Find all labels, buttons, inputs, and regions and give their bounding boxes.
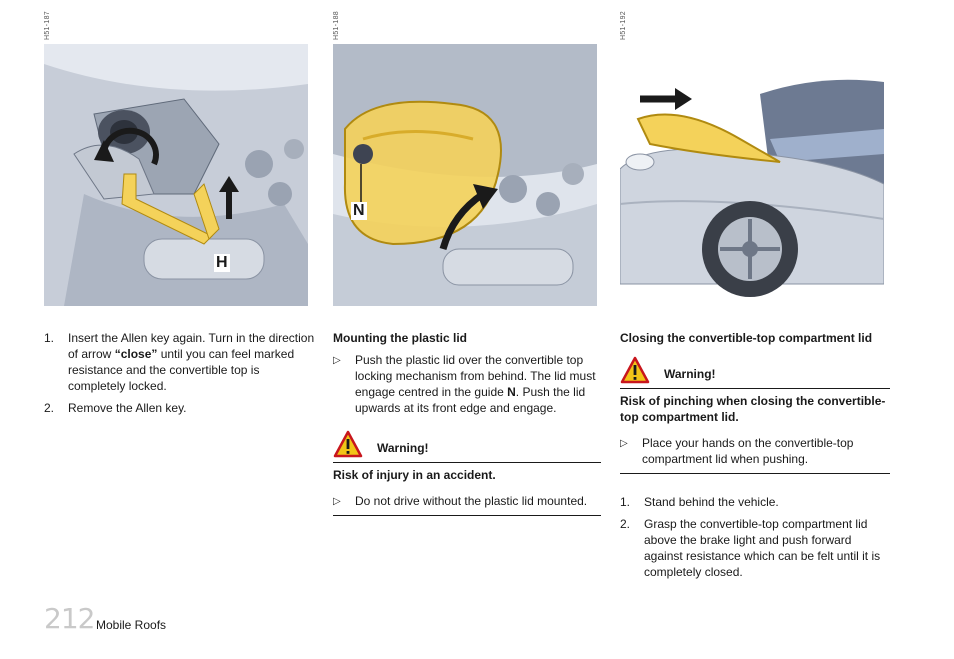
warning-bottom-rule bbox=[333, 515, 601, 516]
warning-header: Warning! bbox=[620, 352, 890, 384]
warning-header: Warning! bbox=[333, 426, 601, 458]
step-text: Grasp the convertible-top compartment li… bbox=[644, 517, 881, 579]
step-text: Stand behind the vehicle. bbox=[644, 495, 779, 509]
warning-instruction: ▷ Place your hands on the convertible-to… bbox=[620, 435, 890, 467]
warning-instruction-text: Do not drive without the plastic lid mou… bbox=[355, 494, 588, 508]
section-heading: Closing the convertible-top compartment … bbox=[620, 331, 873, 345]
guide-label: N bbox=[507, 385, 516, 399]
warning-instruction-text: Place your hands on the convertible-top … bbox=[642, 436, 854, 466]
step-2: 2. Grasp the convertible-top compartment… bbox=[620, 516, 890, 580]
step-text-cont: until you can feel marked resistance and… bbox=[68, 347, 295, 393]
warning-risk: Risk of injury in an accident. bbox=[333, 468, 496, 482]
instruction-item: ▷ Push the plastic lid over the converti… bbox=[333, 352, 601, 416]
page-number: 212 bbox=[44, 602, 95, 635]
instruction-text: Push the plastic lid over the convertibl… bbox=[355, 353, 596, 399]
section-heading: Mounting the plastic lid bbox=[333, 331, 467, 345]
triangle-bullet-icon: ▷ bbox=[333, 355, 341, 366]
step-number: 2. bbox=[44, 401, 55, 415]
warning-risk: Risk of pinching when closing the conver… bbox=[620, 394, 886, 424]
triangle-bullet-icon: ▷ bbox=[620, 438, 628, 449]
instruction-text-cont: . Push the lid upwards at its front edge… bbox=[355, 385, 586, 415]
warning-label: Warning! bbox=[664, 367, 716, 381]
plastic-lid-illustration bbox=[333, 44, 597, 306]
column-mounting-lid: Mounting the plastic lid ▷ Push the plas… bbox=[333, 330, 601, 516]
figure-code-2: H51-188 bbox=[333, 11, 340, 40]
figure-code-1: H51-187 bbox=[44, 11, 51, 40]
warning-top-rule bbox=[333, 462, 601, 463]
warning-triangle-icon bbox=[620, 356, 650, 384]
figure-allen-key: H bbox=[44, 44, 308, 306]
column-closing-lid: Closing the convertible-top compartment … bbox=[620, 330, 890, 586]
figure-code-3: H51-192 bbox=[620, 11, 627, 40]
column-allen-key-steps: 1. Insert the Allen key again. Turn in t… bbox=[44, 330, 316, 422]
figure-plastic-lid: N bbox=[333, 44, 597, 306]
step-bold-close: “close” bbox=[114, 347, 158, 361]
step-text: Remove the Allen key. bbox=[68, 401, 187, 415]
warning-instruction: ▷ Do not drive without the plastic lid m… bbox=[333, 493, 601, 509]
figure-convertible-top bbox=[620, 44, 884, 306]
figure-label-n: N bbox=[351, 202, 367, 220]
warning-bottom-rule bbox=[620, 473, 890, 474]
step-text: Insert the Allen key again. Turn in the … bbox=[68, 331, 315, 361]
convertible-car-illustration bbox=[620, 44, 884, 306]
warning-triangle-icon bbox=[333, 430, 363, 458]
step-number: 2. bbox=[620, 517, 631, 531]
section-name: Mobile Roofs bbox=[96, 618, 167, 632]
step-1: 1. Stand behind the vehicle. bbox=[620, 494, 890, 510]
figure-label-h: H bbox=[214, 254, 230, 272]
warning-top-rule bbox=[620, 388, 890, 389]
warning-label: Warning! bbox=[377, 441, 429, 455]
step-number: 1. bbox=[620, 495, 631, 509]
step-number: 1. bbox=[44, 331, 55, 345]
step-2: 2. Remove the Allen key. bbox=[44, 400, 316, 416]
allen-key-illustration bbox=[44, 44, 308, 306]
triangle-bullet-icon: ▷ bbox=[333, 496, 341, 507]
step-1: 1. Insert the Allen key again. Turn in t… bbox=[44, 330, 316, 394]
